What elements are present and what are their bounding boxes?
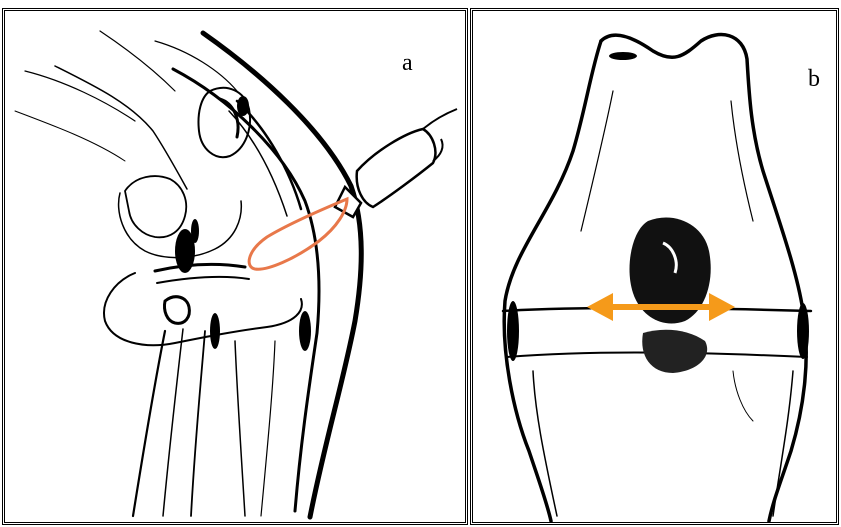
patella-mass <box>629 218 710 373</box>
panel-label-a: a <box>402 51 413 75</box>
panel-label-b: b <box>808 67 820 91</box>
shin-line <box>261 341 275 516</box>
femur-outline <box>55 66 187 189</box>
thigh-line-2 <box>15 111 125 161</box>
knee-lateral-drawing <box>5 11 465 522</box>
top-shade <box>609 52 637 60</box>
shade-5 <box>191 219 199 243</box>
shade-3 <box>210 313 220 349</box>
syringe-barrel <box>357 129 436 207</box>
syringe-plunger-tip <box>423 109 457 129</box>
knee-silhouette-left <box>504 41 601 521</box>
tibia-inner-right <box>773 371 793 516</box>
fibula-shaft-2 <box>163 329 183 516</box>
panel-b-knee-anterior: b <box>470 8 839 525</box>
fibula-shaft-1 <box>133 331 165 516</box>
panel-a-knee-lateral: a <box>2 8 468 525</box>
side-shade-right <box>797 303 809 359</box>
tibia-mid <box>733 371 753 421</box>
tibia-shaft-2 <box>235 341 245 516</box>
shade-4 <box>237 96 249 116</box>
syringe <box>335 109 457 217</box>
femoral-condyle <box>125 176 186 237</box>
meniscus-lower <box>157 277 249 283</box>
meniscus <box>155 264 245 271</box>
injection-path-loop <box>249 199 347 269</box>
tendon-line-1 <box>237 101 301 209</box>
tibia-plateau <box>104 273 302 345</box>
side-shade-left <box>507 301 519 361</box>
patella-shading <box>220 99 238 137</box>
tibia-shaft-1 <box>191 331 205 516</box>
fibula-outline <box>164 297 189 324</box>
shade-2 <box>299 311 311 351</box>
femur-inner-right <box>731 101 753 221</box>
knee-anterior-drawing <box>473 11 836 522</box>
femur-inner-left <box>581 91 613 231</box>
femur-inner <box>100 31 175 91</box>
